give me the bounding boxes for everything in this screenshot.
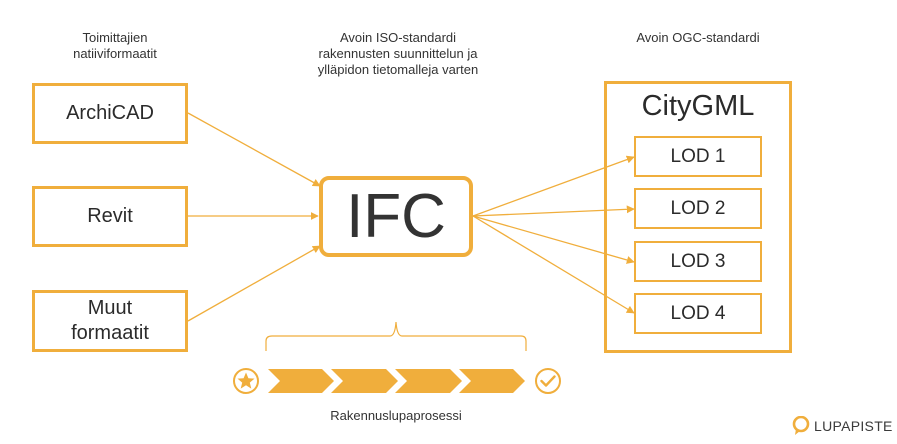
check-icon <box>535 368 561 394</box>
caption-iso-standard: Avoin ISO-standardi rakennusten suunnitt… <box>317 30 479 77</box>
arrow-archicad-to-ifc <box>187 112 321 187</box>
process-label: Rakennuslupaprosessi <box>330 408 462 423</box>
arrow-ifc-to-lod3 <box>472 215 635 264</box>
ifc-box: IFC <box>319 176 473 257</box>
star-icon <box>233 368 259 394</box>
arrow-ifc-to-lod1 <box>472 155 635 217</box>
lod-box-3: LOD 3 <box>634 241 762 282</box>
arrow-muut-to-ifc <box>187 245 321 322</box>
caption-ogc-standard: Avoin OGC-standardi <box>636 30 760 45</box>
process-chevron-1 <box>268 369 334 393</box>
source-box-archicad: ArchiCAD <box>32 83 188 144</box>
arrow-ifc-to-lod4 <box>472 215 635 314</box>
source-box-revit: Revit <box>32 186 188 247</box>
process-brace <box>265 321 527 351</box>
source-box-other-formats: Muut formaatit <box>32 290 188 352</box>
process-chevron-3 <box>395 369 462 393</box>
lod-box-2: LOD 2 <box>634 188 762 229</box>
citygml-title: CityGML <box>641 90 755 122</box>
lod-box-4: LOD 4 <box>634 293 762 334</box>
lod-box-1: LOD 1 <box>634 136 762 177</box>
caption-native-formats: Toimittajien natiiviformaatit <box>73 30 157 61</box>
brand-logo: LUPAPISTE <box>792 416 893 436</box>
speech-bubble-icon <box>792 416 810 435</box>
process-chevron-4 <box>459 369 525 393</box>
brand-name: LUPAPISTE <box>814 418 893 434</box>
citygml-frame <box>604 81 792 353</box>
arrow-ifc-to-lod2 <box>472 205 635 217</box>
process-chevron-2 <box>331 369 398 393</box>
